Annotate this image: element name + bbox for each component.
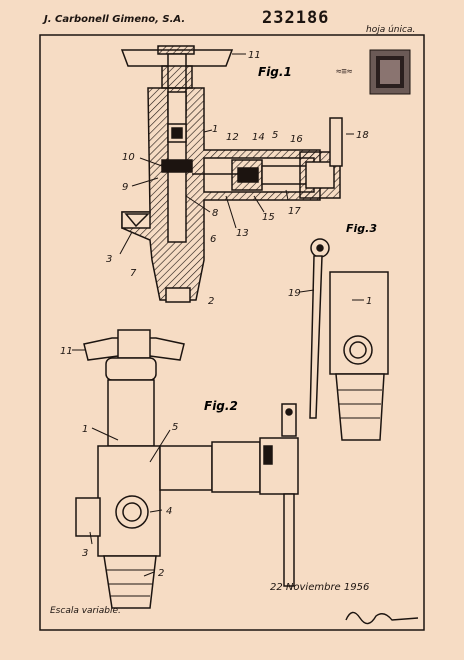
svg-text:11: 11 xyxy=(248,50,261,61)
fig1-label: Fig.1 xyxy=(258,65,292,79)
figure-2-callouts: 11 1 5 4 3 2 xyxy=(60,346,178,579)
figure-1-leaders xyxy=(119,53,354,255)
svg-text:8: 8 xyxy=(212,208,218,219)
svg-text:19: 19 xyxy=(288,288,301,299)
svg-text:4: 4 xyxy=(166,506,172,517)
svg-text:5: 5 xyxy=(272,130,278,141)
svg-text:10: 10 xyxy=(122,152,135,163)
patent-number: 232186 xyxy=(262,8,330,28)
applicant-name: J. Carbonell Gimeno, S.A. xyxy=(44,14,186,25)
svg-text:16: 16 xyxy=(290,134,303,145)
figure-3-callouts: 19 1 xyxy=(288,288,372,307)
svg-text:18: 18 xyxy=(356,130,369,141)
svg-text:1: 1 xyxy=(366,296,372,307)
fig2-label: Fig.2 xyxy=(204,399,238,413)
svg-text:2: 2 xyxy=(208,296,214,307)
svg-text:9: 9 xyxy=(122,182,128,193)
signature-icon xyxy=(345,611,419,625)
figure-2-valve-perspective xyxy=(75,329,299,609)
svg-text:6: 6 xyxy=(210,234,216,245)
svg-text:3: 3 xyxy=(82,548,88,559)
figure-1-valve-section xyxy=(120,45,343,303)
revenue-stamp-icon: ≈≡≈ xyxy=(336,49,411,95)
svg-text:15: 15 xyxy=(262,212,275,223)
svg-text:5: 5 xyxy=(172,422,178,433)
svg-text:17: 17 xyxy=(288,206,301,217)
svg-text:13: 13 xyxy=(236,228,249,239)
figure-3-valve-side xyxy=(309,238,389,441)
svg-text:2: 2 xyxy=(158,568,164,579)
svg-text:14: 14 xyxy=(252,132,265,143)
sheet-border xyxy=(39,34,425,631)
svg-text:≈≡≈: ≈≡≈ xyxy=(336,67,353,77)
sheet-label: hoja única. xyxy=(366,25,416,35)
fig3-label: Fig.3 xyxy=(346,222,377,235)
svg-text:1: 1 xyxy=(212,124,218,135)
svg-text:1: 1 xyxy=(82,424,88,435)
filing-date: 22 Noviembre 1956 xyxy=(270,582,370,593)
scale-label: Escala variable. xyxy=(50,606,121,616)
figure-1-callouts: 11 1 12 14 5 16 18 10 9 8 6 13 15 17 3 7… xyxy=(106,50,369,307)
svg-text:11: 11 xyxy=(60,346,73,357)
svg-text:12: 12 xyxy=(226,132,239,143)
svg-text:3: 3 xyxy=(106,254,112,265)
svg-text:7: 7 xyxy=(130,268,137,279)
